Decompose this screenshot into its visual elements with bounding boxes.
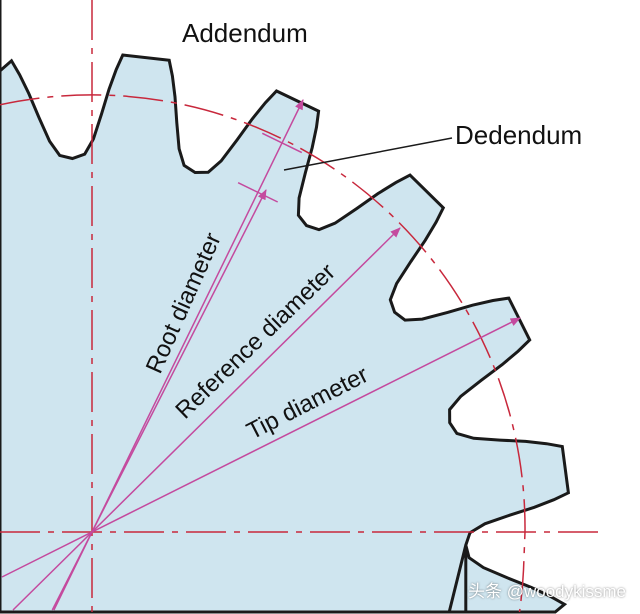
- addendum-label: Addendum: [182, 18, 308, 48]
- dedendum-label: Dedendum: [455, 120, 582, 150]
- reference-circle: [0, 94, 526, 613]
- root-tick: [237, 182, 279, 203]
- gear-outline: [0, 0, 571, 614]
- reference-tick: [261, 132, 303, 154]
- tip-diameter-arrow: [1, 317, 521, 578]
- reference-diameter-arrow: [12, 227, 401, 611]
- diameter-arrows: [1, 99, 521, 611]
- watermark: 头条 @woodykissme: [467, 582, 626, 601]
- addendum-arrow: [53, 99, 304, 611]
- dedendum-leader: [283, 137, 453, 171]
